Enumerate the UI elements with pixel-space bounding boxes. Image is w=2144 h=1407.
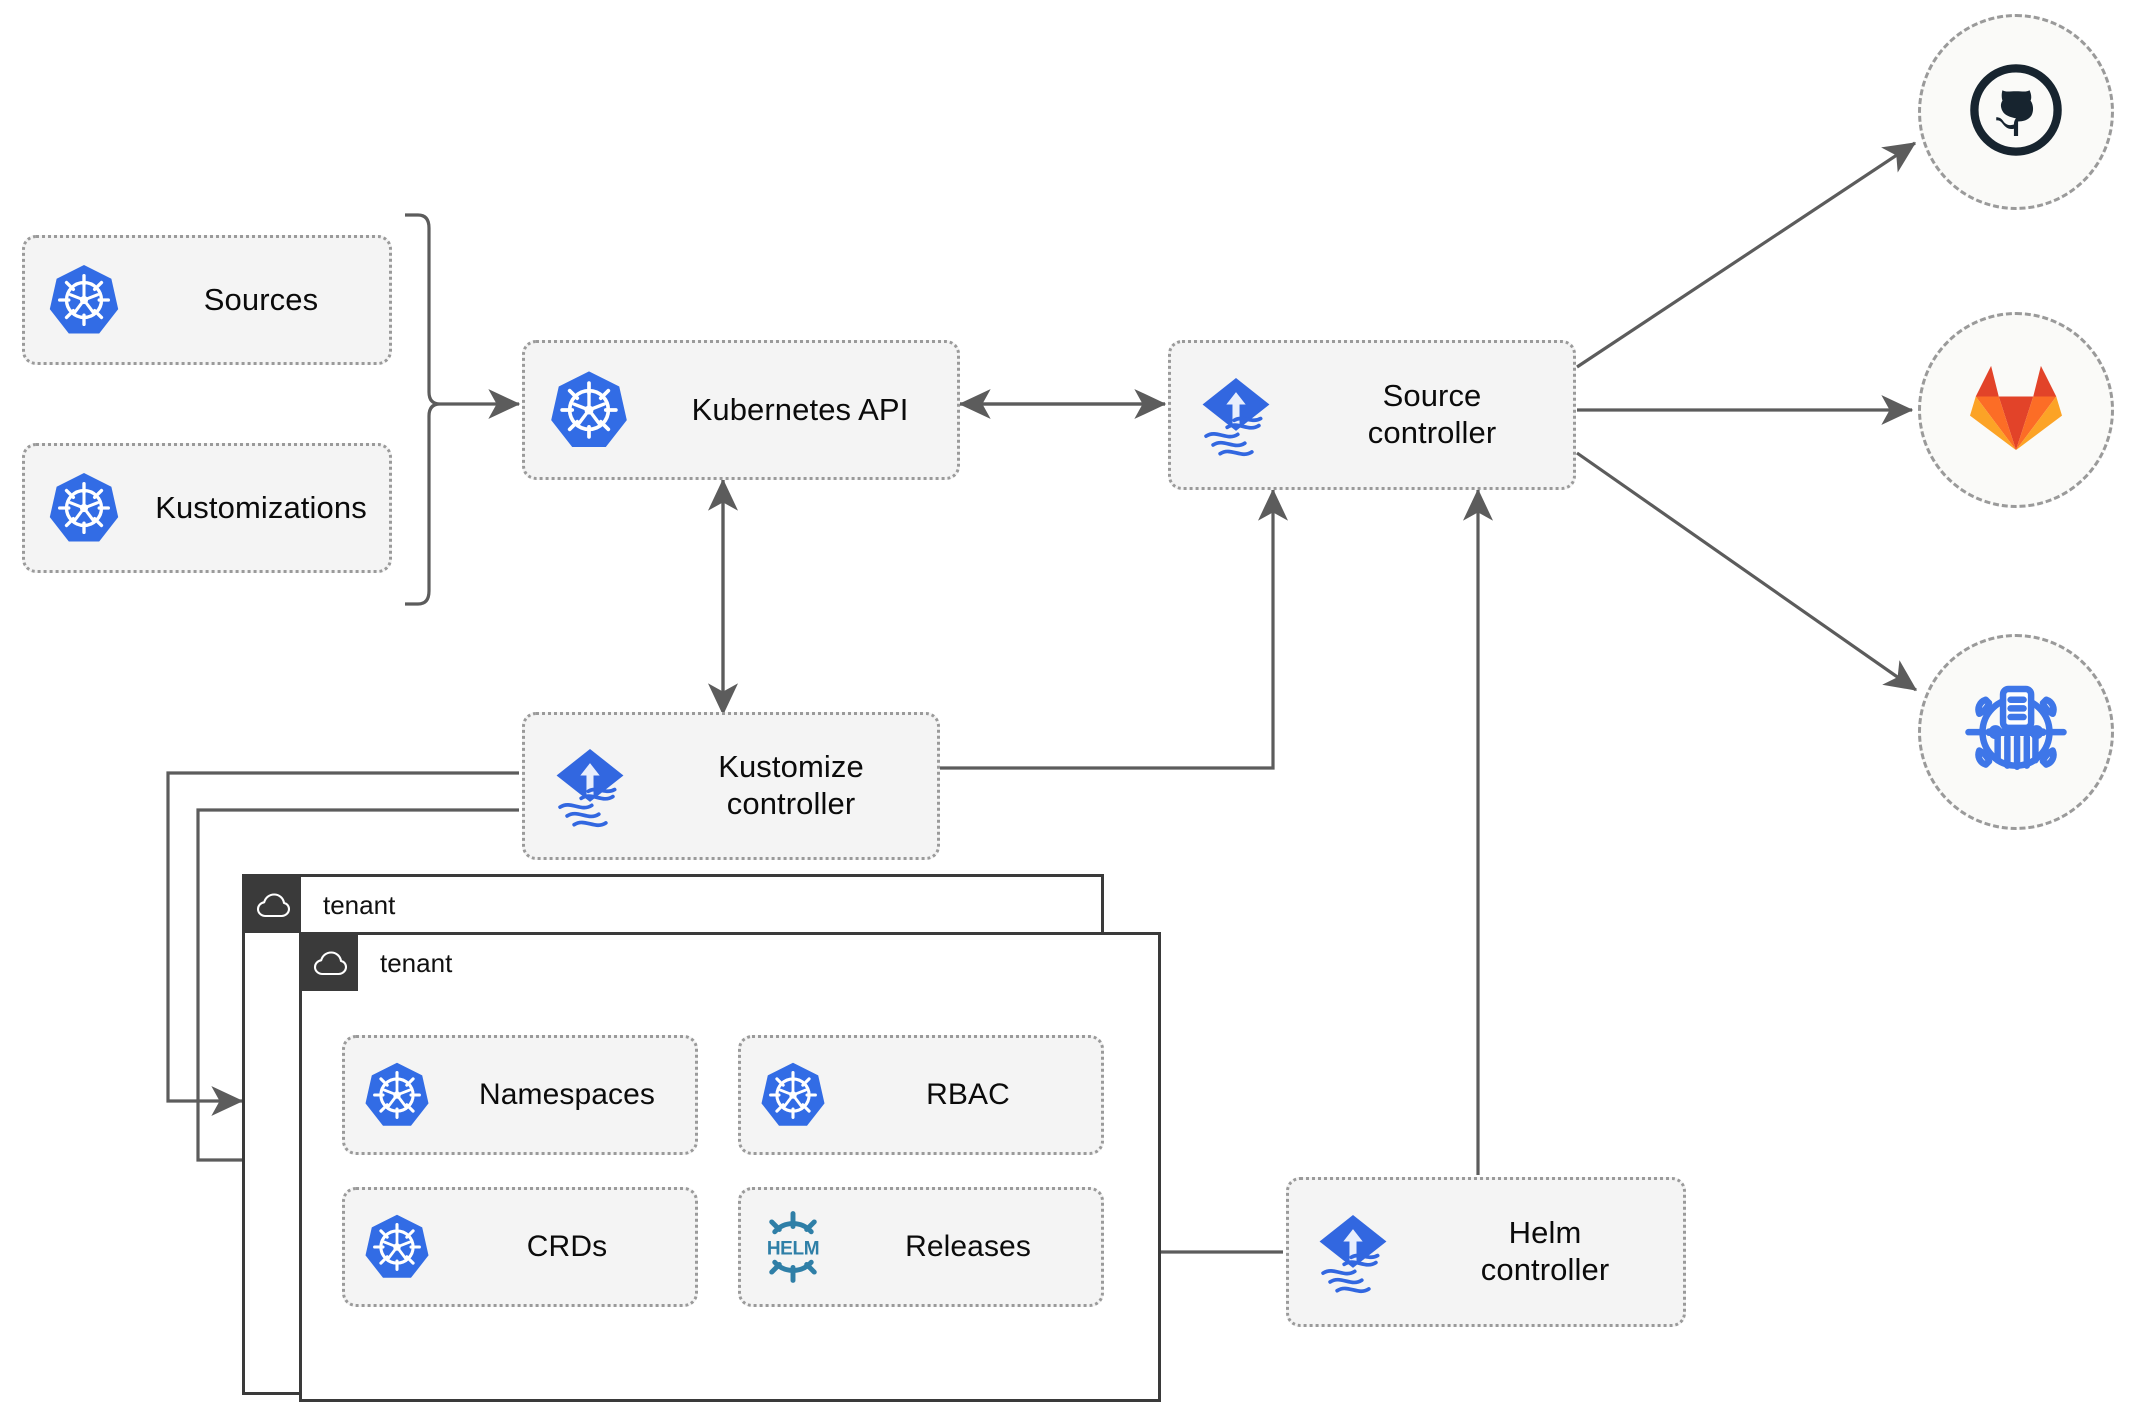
kubernetes-icon <box>525 368 653 452</box>
node-sources[interactable]: Sources <box>22 235 392 365</box>
kubernetes-icon <box>741 1060 845 1130</box>
node-helm-controller[interactable]: Helm controller <box>1286 1177 1686 1327</box>
node-rbac[interactable]: RBAC <box>738 1035 1104 1155</box>
tenant-label: tenant <box>323 889 396 920</box>
kubernetes-icon <box>345 1212 449 1282</box>
node-namespaces[interactable]: Namespaces <box>342 1035 698 1155</box>
kubernetes-icon <box>345 1060 449 1130</box>
node-label: Kustomizations <box>155 489 367 525</box>
github-icon <box>1964 58 2068 167</box>
tenant-titlebar: tenant <box>302 935 452 991</box>
flux-icon <box>1289 1208 1417 1296</box>
node-label: Releases <box>905 1230 1031 1264</box>
node-label: Source controller <box>1367 378 1497 450</box>
kubernetes-icon <box>25 262 143 338</box>
edge-source-to-github <box>1576 141 1917 369</box>
tenant-window-inner[interactable]: tenant <box>299 932 1161 1402</box>
group-bracket <box>405 213 441 606</box>
helm-icon: HELM <box>741 1209 845 1285</box>
edge-kustomize-to-source <box>940 488 1289 770</box>
tenant-titlebar: tenant <box>245 877 395 933</box>
node-source-controller[interactable]: Source controller <box>1168 340 1576 490</box>
node-label: RBAC <box>926 1078 1010 1112</box>
gitlab-icon <box>1968 362 2064 459</box>
svg-text:HELM: HELM <box>767 1239 819 1260</box>
node-kubernetes-api[interactable]: Kubernetes API <box>522 340 960 480</box>
flux-icon <box>1171 371 1301 459</box>
helm-repository-icon <box>1962 676 2070 789</box>
cloud-icon <box>302 935 358 991</box>
cloud-icon <box>245 877 301 933</box>
node-crds[interactable]: CRDs <box>342 1187 698 1307</box>
node-label: CRDs <box>526 1230 608 1264</box>
endpoint-gitlab[interactable] <box>1918 312 2114 508</box>
node-releases[interactable]: HELM Releases <box>738 1187 1104 1307</box>
endpoint-github[interactable] <box>1918 14 2114 210</box>
node-label: Sources <box>203 281 319 317</box>
edge-source-to-helmrepo <box>1576 451 1918 692</box>
kubernetes-icon <box>25 470 143 546</box>
node-label: Namespaces <box>478 1078 656 1112</box>
node-kustomizations[interactable]: Kustomizations <box>22 443 392 573</box>
node-label: Kustomize controller <box>718 749 864 821</box>
node-label: Kubernetes API <box>691 391 909 427</box>
node-label: Helm controller <box>1480 1215 1610 1287</box>
tenant-label: tenant <box>380 947 453 978</box>
endpoint-helm-repository[interactable] <box>1918 634 2114 830</box>
flux-icon <box>525 742 655 830</box>
node-kustomize-controller[interactable]: Kustomize controller <box>522 712 940 860</box>
